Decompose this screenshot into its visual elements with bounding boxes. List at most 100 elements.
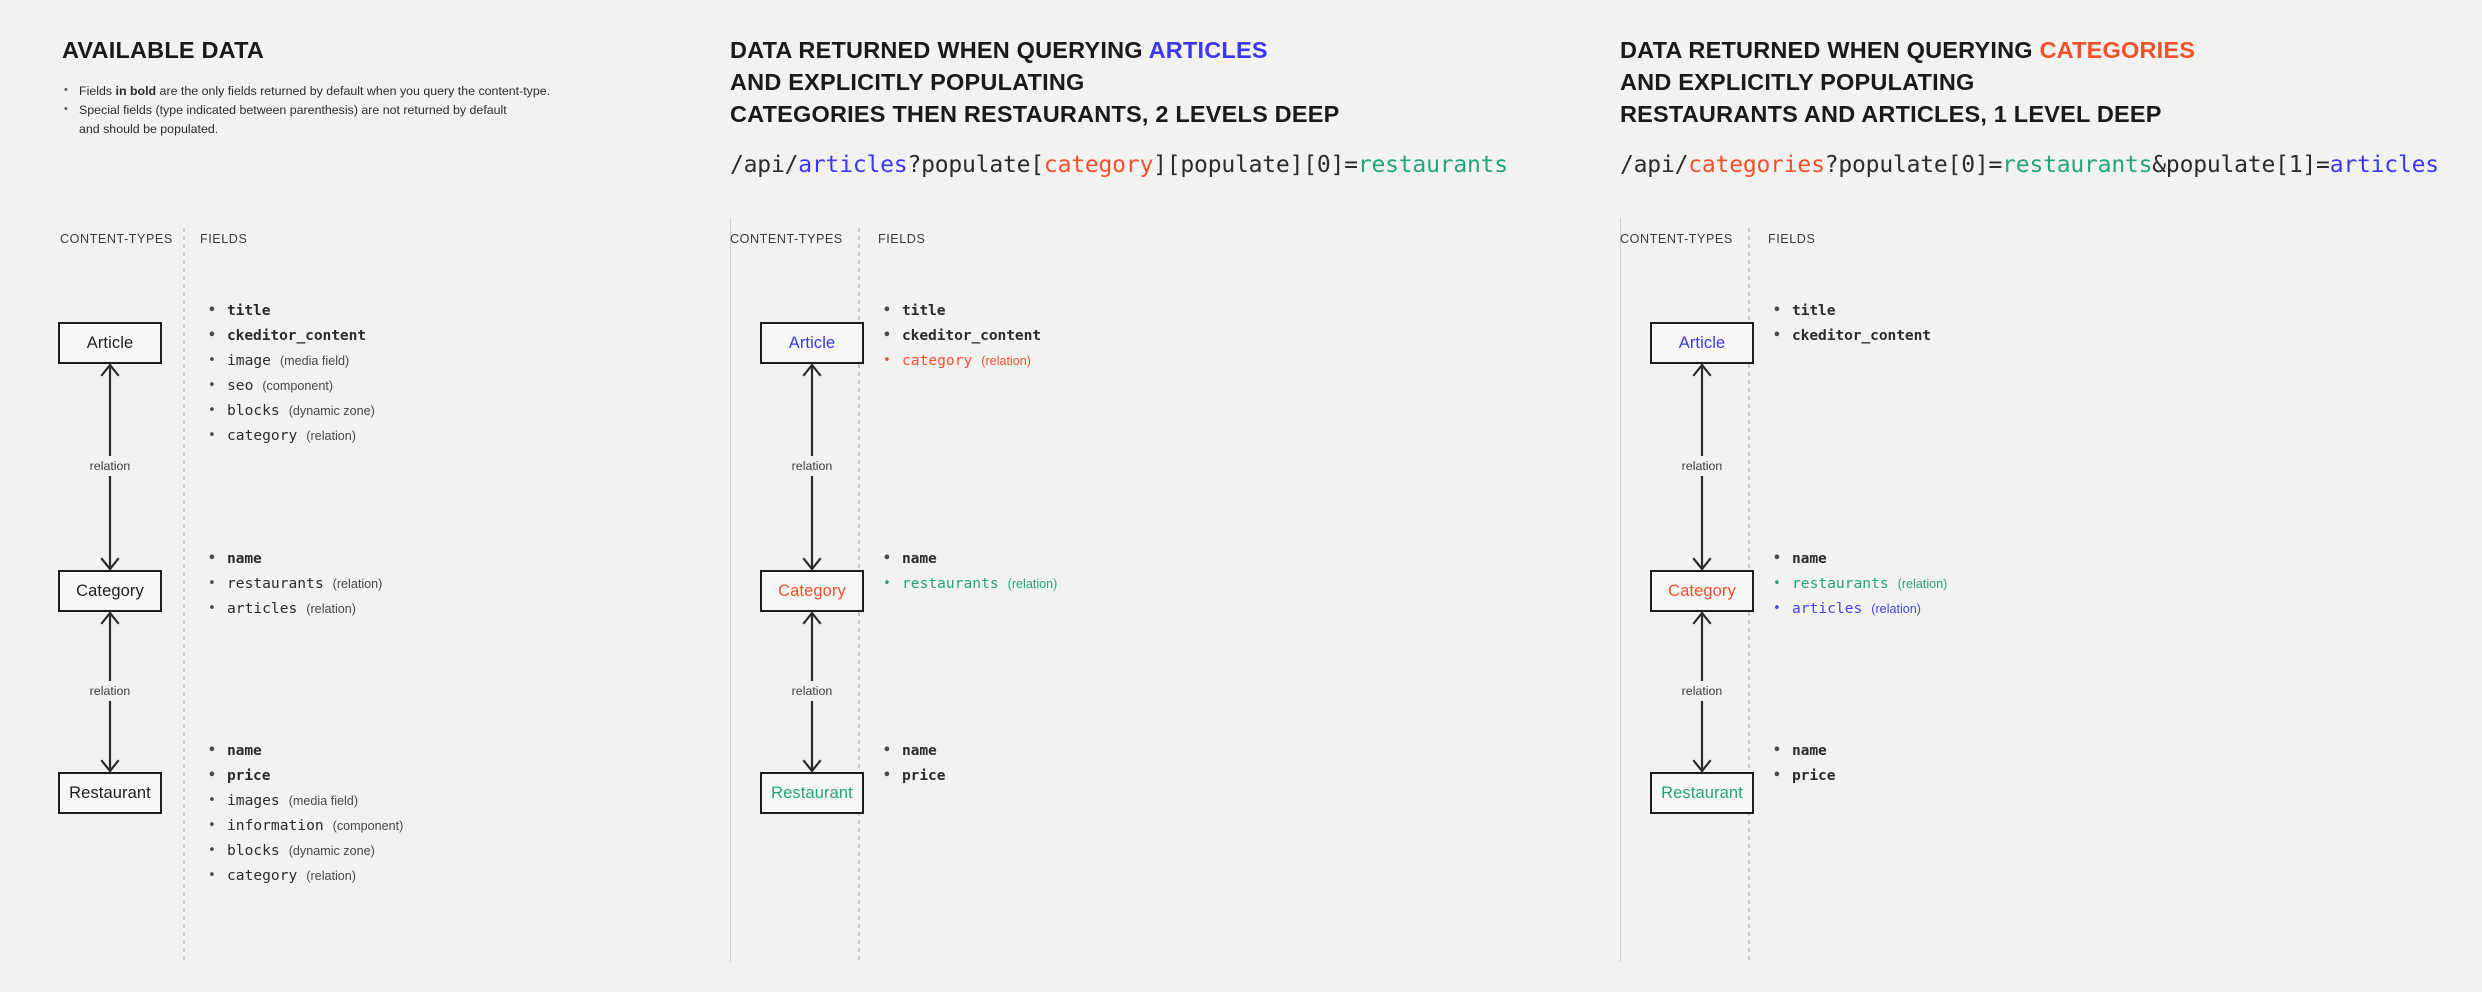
field-item: name [880,740,1440,762]
content-type-node-category[interactable]: Category [58,570,162,612]
field-item: image(media field) [205,350,765,372]
field-list-restaurant: nameprice [880,740,1440,790]
field-items: name price [1770,740,2330,787]
node-label: Restaurant [1661,783,1743,802]
field-name: title [1792,302,1836,319]
query-segment: /api/ [730,152,799,178]
field-type: (relation) [1897,577,1948,591]
content-type-node-article[interactable]: Article [1650,322,1754,364]
field-items: name restaurants (relation) articles(relati… [205,548,765,620]
relation-connector: relation [1650,612,1754,772]
field-list-article: title ckeditor_content [1770,300,2330,350]
field-type: (media field) [288,794,359,808]
field-item: title [205,300,765,322]
content-type-node-restaurant[interactable]: Restaurant [760,772,864,814]
relation-connector: relation [760,612,864,772]
field-type: (relation) [1871,602,1921,616]
field-name: name [902,742,937,759]
title-line: RESTAURANTS AND ARTICLES, 1 LEVEL DEEP [1620,98,2439,130]
content-type-node-article[interactable]: Article [760,322,864,364]
field-name: restaurants [902,575,999,592]
title-segment: AND EXPLICITLY POPULATING [1620,69,1975,95]
content-type-node-restaurant[interactable]: Restaurant [58,772,162,814]
query-segment: &populate[1]= [2152,152,2330,178]
note-item: Fields in bold are the only fields retur… [62,81,550,101]
field-name: articles [1792,600,1863,617]
query-segment: articles [2329,152,2439,178]
field-name: blocks [227,842,280,859]
query-segment: restaurants [1357,152,1508,178]
connector-label: relation [84,681,136,701]
field-type: (relation) [332,577,383,591]
field-type: (relation) [1007,577,1058,591]
query-segment: articles [798,152,908,178]
relation-connector: relation [760,364,864,570]
content-type-node-restaurant[interactable]: Restaurant [1650,772,1754,814]
field-items: namepriceimages(media field)information(… [205,740,765,887]
panel-2-query: /api/articles?populate[category][populat… [730,152,1508,178]
field-item: category(relation) [205,425,765,447]
field-item: price [1770,765,2330,787]
field-item: blocks(dynamic zone) [205,840,765,862]
field-name: restaurants [227,575,324,592]
content-type-node-category[interactable]: Category [1650,570,1754,612]
field-name: name [1792,742,1827,759]
query-segment: ?populate[0]= [1824,152,2003,178]
node-label: Article [1678,333,1726,352]
field-items: name restaurants(relation) articles (relati… [1770,548,2330,620]
col-head-content-types: CONTENT-TYPES [730,232,843,246]
connector-label: relation [1676,681,1728,701]
content-type-node-category[interactable]: Category [760,570,864,612]
note-item: Special fields (type indicated between p… [62,100,550,139]
field-name: name [227,550,262,567]
field-item: price [205,765,765,787]
title-line: DATA RETURNED WHEN QUERYING CATEGORIES [1620,34,2439,66]
note-continuation: and should be populated. [79,122,219,136]
node-label: Category [76,581,144,600]
field-list-restaurant: name price [1770,740,2330,790]
field-name: image [227,352,271,369]
field-item: name [1770,548,2330,570]
query-segment: ][populate][0]= [1153,152,1358,178]
field-item: images (media field) [205,790,765,812]
field-list-category: name restaurants (relation) [880,548,1440,598]
field-type: (dynamic zone) [288,404,375,418]
page-title: AVAILABLE DATA [62,37,265,63]
panel-1-header: AVAILABLE DATA Fields in bold are the on… [62,34,550,155]
field-name: title [227,302,271,319]
col-head-content-types: CONTENT-TYPES [60,232,173,246]
connector-label: relation [84,456,136,476]
connector-label: relation [1676,456,1728,476]
field-item: ckeditor_content [205,325,765,347]
field-item: category(relation) [205,865,765,887]
field-item: articles(relation) [205,598,765,620]
field-list-category: name restaurants(relation) articles (relati… [1770,548,2330,623]
field-name: title [902,302,946,319]
field-name: category [227,427,298,444]
field-name: information [227,817,324,834]
title-segment: CATEGORIES THEN RESTAURANTS, 2 LEVELS DE… [730,101,1340,127]
field-item: title [1770,300,2330,322]
field-items: nameprice [880,740,1440,787]
field-name: ckeditor_content [1792,327,1931,344]
field-name: price [1792,767,1836,784]
col-head-fields: FIELDS [200,232,248,246]
field-item: ckeditor_content [880,325,1440,347]
field-name: images [227,792,280,809]
field-items: titleckeditor_contentcategory(relation) [880,300,1440,372]
node-label: Article [86,333,134,352]
field-list-restaurant: namepriceimages(media field)information(… [205,740,765,890]
field-item: restaurants(relation) [1770,573,2330,595]
content-type-node-article[interactable]: Article [58,322,162,364]
field-name: seo [227,377,254,394]
relation-connector: relation [58,364,162,570]
field-list-article: title ckeditor_content image(media field) s… [205,300,765,450]
field-item: ckeditor_content [1770,325,2330,347]
note-bold: in bold [115,84,157,98]
node-label: Restaurant [771,783,853,802]
col-head-fields: FIELDS [878,232,926,246]
field-item: name [880,548,1440,570]
